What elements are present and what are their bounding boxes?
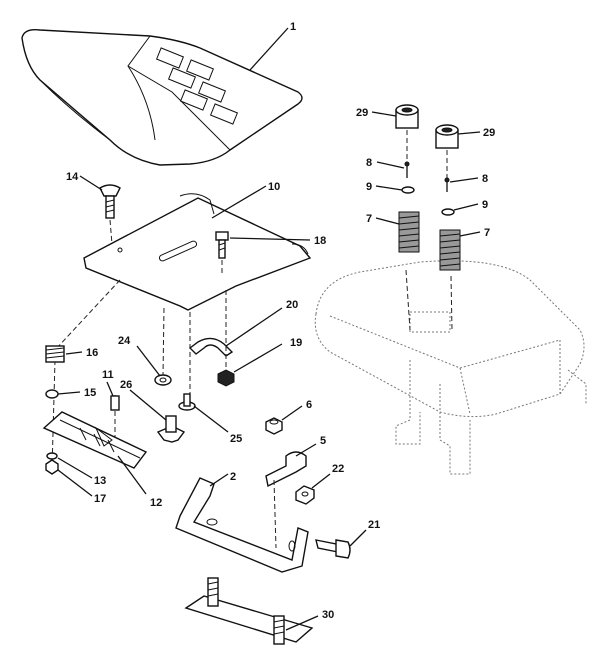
mounting-plate-part-30 — [184, 577, 314, 645]
leader-12 — [117, 455, 147, 495]
callout-29-right: 29 — [483, 127, 495, 139]
bolt-part-18 — [215, 231, 229, 275]
callout-labels: 1 14 10 18 29 29 8 8 9 9 7 7 20 16 24 19… — [66, 21, 495, 621]
washer-part-15 — [45, 389, 59, 399]
pin-part-11 — [110, 395, 120, 411]
bolt-part-25 — [178, 393, 196, 411]
callout-18: 18 — [314, 235, 326, 247]
bushing-part-29-left — [395, 104, 419, 129]
callout-29-left: 29 — [356, 107, 368, 119]
leader-9b — [453, 203, 479, 211]
leader-14 — [79, 175, 103, 191]
seat-part-1 — [21, 28, 303, 166]
leader-18 — [229, 237, 311, 241]
callout-14: 14 — [66, 171, 79, 183]
callout-10: 10 — [268, 181, 280, 193]
callout-1: 1 — [290, 21, 296, 33]
washer-part-9-left — [401, 186, 415, 194]
bracket-part-2 — [175, 477, 309, 573]
leader-19 — [233, 343, 283, 373]
nut-part-19 — [217, 369, 235, 387]
leader-15 — [57, 391, 81, 395]
leader-24 — [136, 345, 161, 377]
leader-10 — [211, 185, 267, 219]
knob-bolt-part-14 — [99, 184, 121, 245]
callout-9-right: 9 — [482, 199, 488, 211]
leader-29b — [457, 131, 481, 135]
pin-part-8-left — [404, 161, 410, 178]
leader-13 — [57, 457, 93, 479]
leader-8b — [449, 177, 479, 183]
star-knob-part-26 — [156, 415, 186, 443]
leader-22 — [311, 473, 331, 489]
callout-15: 15 — [84, 387, 96, 399]
leader-5 — [295, 443, 317, 457]
leader-21 — [349, 529, 367, 547]
spring-part-7-right — [439, 229, 461, 271]
callout-7-right: 7 — [484, 227, 490, 239]
callout-8-right: 8 — [482, 173, 488, 185]
leader-6 — [281, 405, 303, 421]
bolt-part-21 — [315, 539, 351, 559]
leader-7a — [375, 217, 400, 225]
callout-25: 25 — [230, 433, 242, 445]
leader-7b — [459, 231, 481, 237]
washer-part-9-right — [441, 208, 455, 216]
callout-12: 12 — [150, 497, 162, 509]
bushing-part-29-right — [435, 124, 459, 149]
callout-5: 5 — [320, 435, 326, 447]
spring-part-7-left — [398, 211, 420, 253]
callout-19: 19 — [290, 337, 302, 349]
callout-16: 16 — [86, 347, 98, 359]
leader-29a — [371, 111, 397, 117]
callout-6: 6 — [306, 399, 312, 411]
callout-20: 20 — [286, 299, 298, 311]
callout-11: 11 — [102, 369, 114, 381]
callout-13: 13 — [94, 475, 106, 487]
leader-26 — [129, 389, 167, 421]
leader-11 — [106, 381, 114, 397]
callout-26: 26 — [120, 379, 132, 391]
callout-22: 22 — [332, 463, 344, 475]
leader-20 — [225, 307, 283, 347]
leader-30 — [285, 615, 319, 631]
leader-1 — [249, 27, 289, 71]
seat-pan-part-10 — [83, 193, 312, 311]
callout-17: 17 — [94, 493, 106, 505]
callout-8-left: 8 — [366, 157, 372, 169]
mower-frame-ghost — [314, 260, 587, 475]
spring-part-16 — [45, 345, 65, 363]
callout-7-left: 7 — [366, 213, 372, 225]
washer-part-13 — [46, 452, 58, 460]
leader-2 — [209, 473, 229, 487]
callout-24: 24 — [118, 335, 131, 347]
nut-part-6 — [265, 417, 283, 435]
callout-21: 21 — [368, 519, 380, 531]
callout-9-left: 9 — [366, 181, 372, 193]
washer-part-24 — [154, 374, 172, 386]
leader-25 — [193, 405, 229, 433]
nut-part-22 — [295, 485, 315, 505]
callout-30: 30 — [322, 609, 334, 621]
adjuster-plate-part-12 — [42, 411, 148, 469]
leader-17 — [57, 469, 93, 497]
pin-part-8-right — [444, 177, 450, 192]
nut-part-17 — [45, 459, 59, 475]
clamp-part-5 — [265, 451, 307, 488]
leader-8a — [376, 161, 405, 169]
leader-16 — [65, 351, 83, 355]
leader-9a — [375, 185, 403, 191]
callout-2: 2 — [230, 471, 236, 483]
